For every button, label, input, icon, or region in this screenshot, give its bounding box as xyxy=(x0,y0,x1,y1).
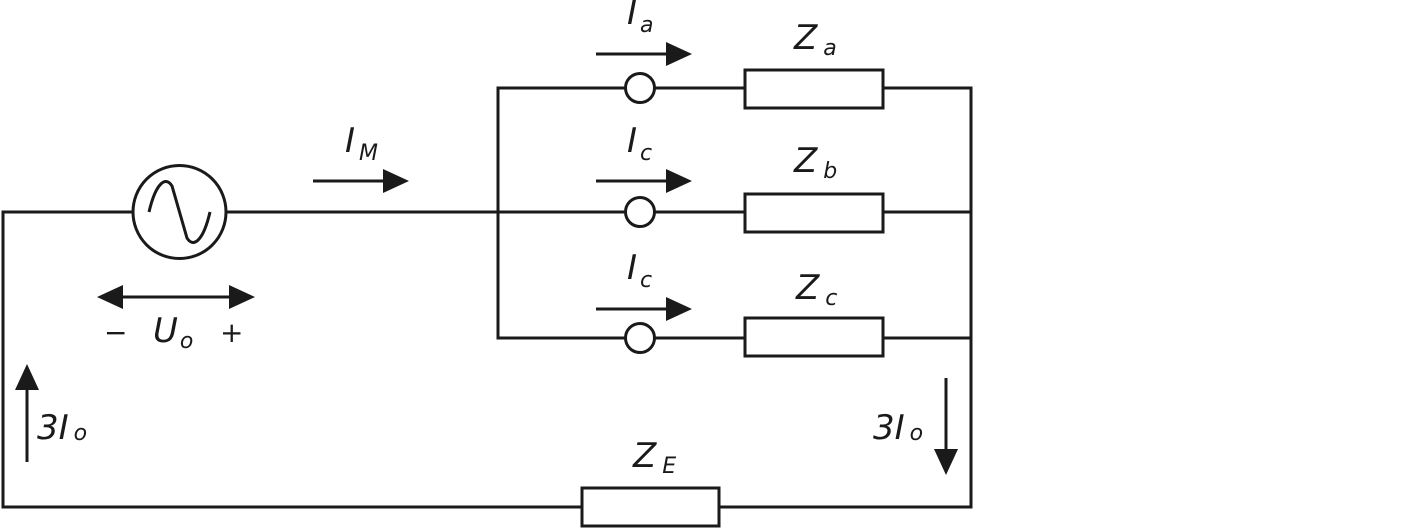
arrow-uo-head-right xyxy=(229,285,255,309)
label-uo: Uo xyxy=(153,311,193,354)
terminal-c xyxy=(624,322,656,354)
arrow-ia-head xyxy=(666,42,692,66)
source-polarity-minus: − xyxy=(104,316,127,349)
arrow-im-head xyxy=(383,169,409,193)
ac-source-icon xyxy=(131,164,228,260)
source-polarity-plus: + xyxy=(220,316,243,349)
impedance-zb xyxy=(743,192,885,234)
impedance-za xyxy=(743,68,885,110)
arrow-ic-head xyxy=(666,297,692,321)
wires xyxy=(1,86,973,509)
impedance-zc xyxy=(743,316,885,358)
source-left-wire xyxy=(1,210,584,509)
current-arrows xyxy=(15,42,958,475)
arrow-uo-head-left xyxy=(97,285,123,309)
arrow-3io-left-head xyxy=(15,364,39,390)
terminal-b xyxy=(624,196,656,228)
terminal-a xyxy=(624,72,656,104)
impedance-ze xyxy=(580,486,721,528)
arrow-3io-right-head xyxy=(934,449,958,475)
arrow-ib-head xyxy=(666,169,692,193)
